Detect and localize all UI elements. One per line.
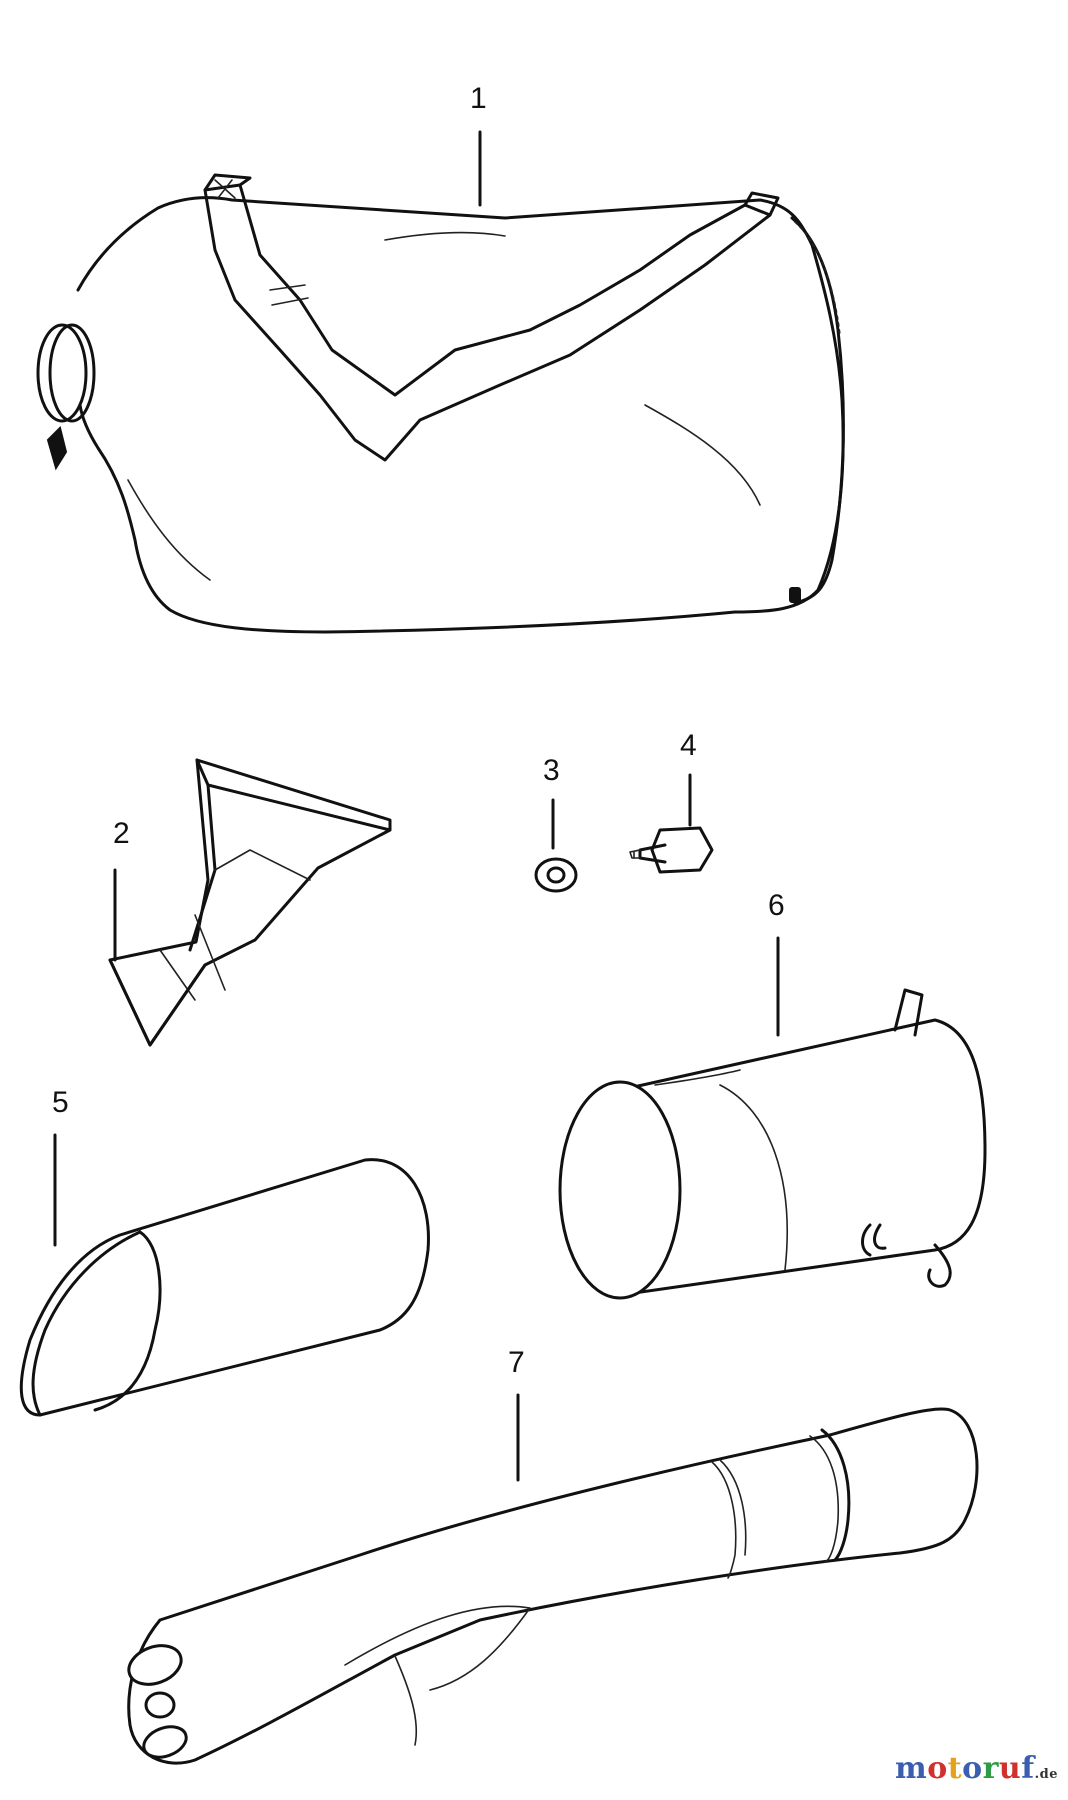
part-2-inlet-chute: 2 bbox=[108, 758, 392, 1047]
callout-2: 2 bbox=[113, 817, 130, 850]
watermark-text: motoruf.de bbox=[894, 1751, 1058, 1786]
callout-3: 3 bbox=[543, 754, 560, 787]
part-5-angled-tube: 5 bbox=[19, 1086, 430, 1417]
part-4-knob-screw: 4 bbox=[629, 729, 714, 874]
part-3-washer: 3 bbox=[534, 754, 578, 893]
part-7-nozzle-tube: 7 bbox=[127, 1346, 979, 1765]
callout-1: 1 bbox=[470, 82, 487, 115]
watermark-logo: motoruf.de bbox=[895, 1751, 1058, 1786]
callout-6: 6 bbox=[768, 889, 785, 922]
callout-5: 5 bbox=[52, 1086, 69, 1119]
part-1-collection-bag: 1 bbox=[36, 82, 845, 634]
callout-7: 7 bbox=[508, 1346, 525, 1379]
callout-4: 4 bbox=[680, 729, 697, 762]
part-6-cylinder-tube: 6 bbox=[558, 889, 987, 1300]
